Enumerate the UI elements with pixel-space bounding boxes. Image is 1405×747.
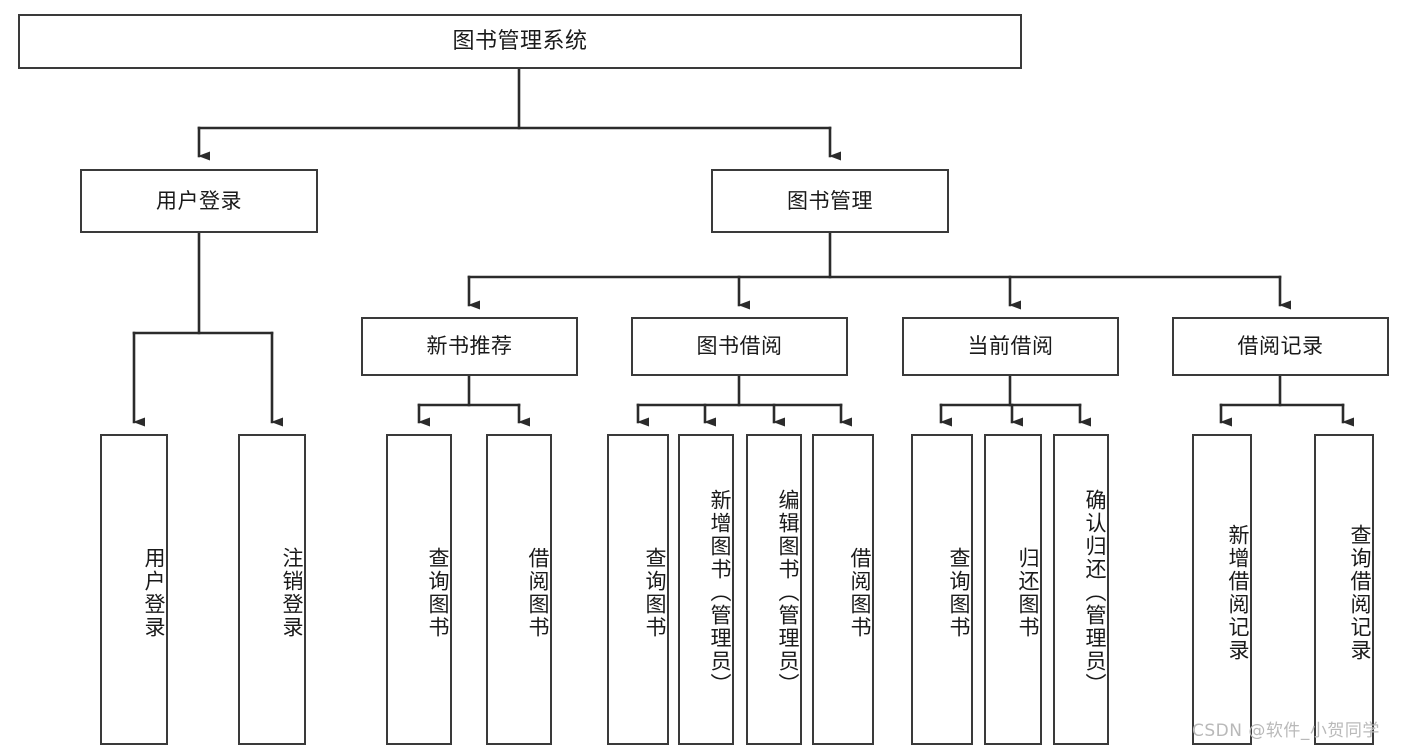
leaf-borrow-query-book[interactable]: 查询图书 <box>607 434 669 745</box>
leaf-label: 查询借阅记录 <box>1348 523 1372 662</box>
node-borrow-record-label: 借阅记录 <box>1237 334 1324 359</box>
node-user-login-label: 用户登录 <box>156 188 242 213</box>
leaf-current-confirm-return-admin[interactable]: 确认归还（管理员） <box>1053 434 1109 745</box>
node-root-label: 图书管理系统 <box>452 28 588 54</box>
leaf-label: 借阅图书 <box>848 546 872 639</box>
node-book-management[interactable]: 图书管理 <box>711 169 949 233</box>
leaf-record-add-record[interactable]: 新增借阅记录 <box>1192 434 1252 745</box>
node-new-book-recommend-label: 新书推荐 <box>426 334 513 359</box>
leaf-user-login-logout[interactable]: 注销登录 <box>238 434 306 745</box>
leaf-borrow-add-book-admin[interactable]: 新增图书（管理员） <box>678 434 734 745</box>
leaf-label: 新增借阅记录 <box>1226 523 1250 662</box>
watermark: CSDN @软件_小贺同学 <box>1192 721 1380 741</box>
node-current-borrow-label: 当前借阅 <box>967 334 1054 359</box>
node-book-borrow[interactable]: 图书借阅 <box>631 317 848 376</box>
leaf-label: 归还图书 <box>1016 546 1040 639</box>
node-root[interactable]: 图书管理系统 <box>18 14 1022 69</box>
node-user-login[interactable]: 用户登录 <box>80 169 318 233</box>
node-borrow-record[interactable]: 借阅记录 <box>1172 317 1389 376</box>
leaf-label: 借阅图书 <box>526 546 550 639</box>
leaf-current-return-book[interactable]: 归还图书 <box>984 434 1042 745</box>
leaf-label: 查询图书 <box>643 546 667 639</box>
node-book-management-label: 图书管理 <box>787 188 873 213</box>
leaf-label: 新增图书（管理员） <box>708 489 732 696</box>
leaf-recommend-query-book[interactable]: 查询图书 <box>386 434 452 745</box>
node-current-borrow[interactable]: 当前借阅 <box>902 317 1119 376</box>
leaf-label: 查询图书 <box>947 546 971 639</box>
leaf-record-query-record[interactable]: 查询借阅记录 <box>1314 434 1374 745</box>
leaf-label: 注销登录 <box>280 546 304 639</box>
leaf-current-query-book[interactable]: 查询图书 <box>911 434 973 745</box>
node-book-borrow-label: 图书借阅 <box>696 334 783 359</box>
node-new-book-recommend[interactable]: 新书推荐 <box>361 317 578 376</box>
leaf-label: 确认归还（管理员） <box>1083 489 1107 696</box>
leaf-user-login-login[interactable]: 用户登录 <box>100 434 168 745</box>
leaf-label: 用户登录 <box>142 546 166 639</box>
leaf-recommend-borrow-book[interactable]: 借阅图书 <box>486 434 552 745</box>
leaf-borrow-edit-book-admin[interactable]: 编辑图书（管理员） <box>746 434 802 745</box>
leaf-label: 编辑图书（管理员） <box>776 489 800 696</box>
leaf-borrow-borrow-book[interactable]: 借阅图书 <box>812 434 874 745</box>
leaf-label: 查询图书 <box>426 546 450 639</box>
